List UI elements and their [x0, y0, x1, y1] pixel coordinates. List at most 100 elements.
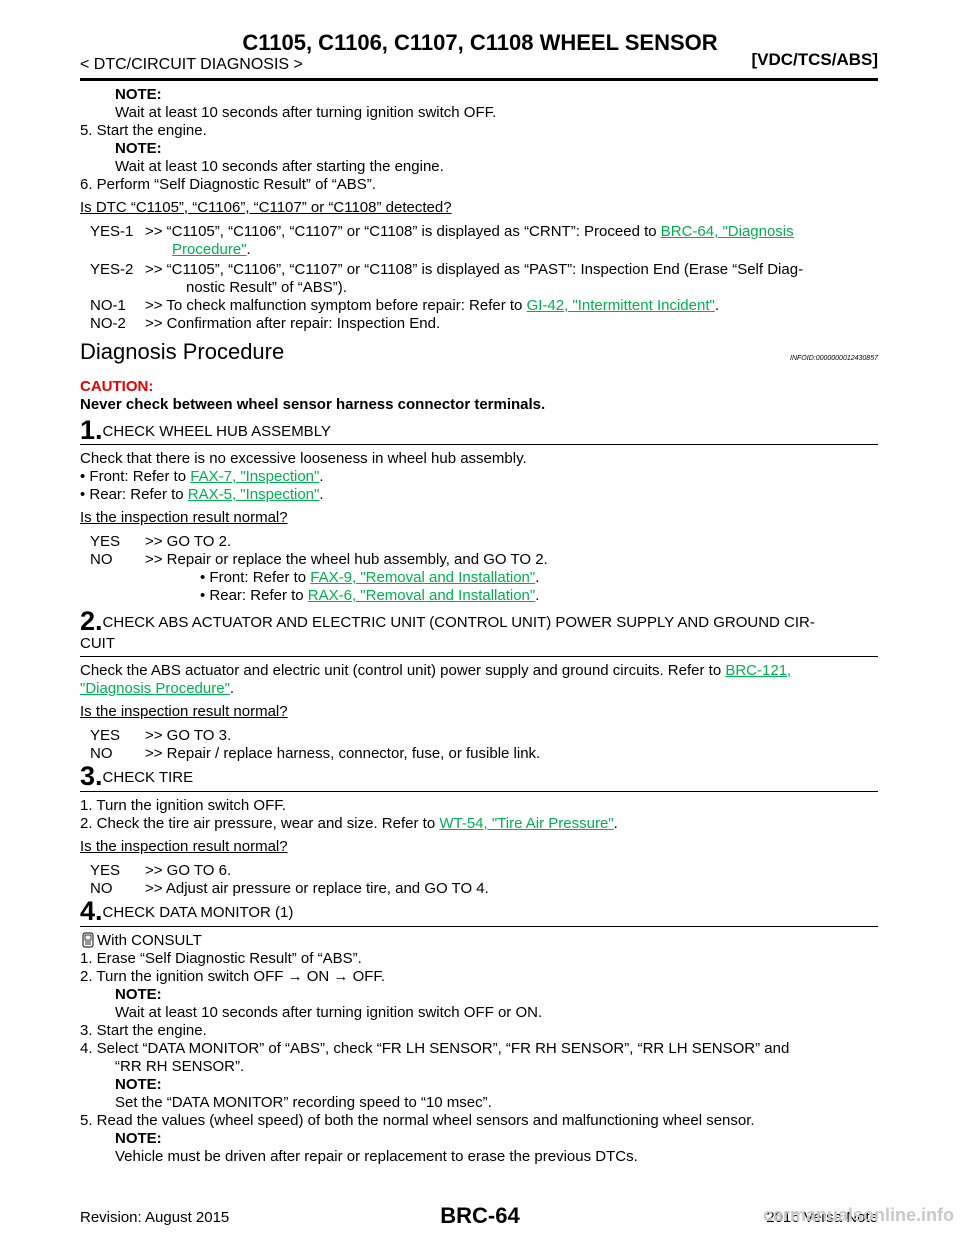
- watermark: carmanualsonline.info: [762, 1205, 954, 1225]
- step-text: 5. Start the engine.: [80, 122, 207, 139]
- question: Is DTC “C1105”, “C1106”, “C1107” or “C11…: [80, 199, 452, 216]
- step-heading: 1.CHECK WHEEL HUB ASSEMBLY: [80, 415, 331, 447]
- caution-label: CAUTION:: [80, 378, 154, 395]
- header-rule: [80, 78, 878, 81]
- note-label: NOTE:: [115, 986, 162, 1003]
- body-text: Check that there is no excessive loosene…: [80, 450, 527, 467]
- note-text: Set the “DATA MONITOR” recording speed t…: [115, 1094, 492, 1111]
- body-text: • Rear: Refer to RAX-5, "Inspection".: [80, 486, 324, 503]
- consult-line: With CONSULT: [80, 932, 202, 953]
- body-text: Check the ABS actuator and electric unit…: [80, 662, 791, 680]
- step-title: CHECK DATA MONITOR (1): [102, 904, 294, 921]
- answer-label: YES-1: [90, 223, 134, 240]
- step-title: CHECK WHEEL HUB ASSEMBLY: [102, 423, 331, 440]
- body-span: 2. Check the tire air pressure, wear and…: [80, 815, 440, 832]
- answer-label: NO: [90, 880, 113, 897]
- answer-text: >> GO TO 3.: [145, 727, 232, 744]
- answer-text: >> “C1105”, “C1106”, “C1107” or “C1108” …: [145, 223, 794, 241]
- answer-body: >> “C1105”, “C1106”, “C1107” or “C1108” …: [145, 223, 661, 240]
- step-text: 1. Erase “Self Diagnostic Result” of “AB…: [80, 950, 362, 967]
- footer-page-number: BRC-64: [440, 1203, 520, 1228]
- step-title: CHECK TIRE: [102, 769, 194, 786]
- link-brc-64-cont[interactable]: Procedure": [172, 241, 247, 258]
- question: Is the inspection result normal?: [80, 509, 288, 526]
- step-text: “RR RH SENSOR”.: [115, 1058, 245, 1075]
- step-title-cont: CUIT: [80, 635, 115, 652]
- answer-text: >> Adjust air pressure or replace tire, …: [145, 880, 489, 897]
- question: Is the inspection result normal?: [80, 838, 288, 855]
- note-text: Wait at least 10 seconds after turning i…: [115, 1004, 543, 1021]
- footer-model: 2016 Versa Note: [766, 1209, 878, 1226]
- link-wt-54[interactable]: WT-54, "Tire Air Pressure": [439, 815, 614, 832]
- step-heading: 3.CHECK TIRE: [80, 761, 193, 793]
- answer-text: >> To check malfunction symptom before r…: [145, 297, 719, 314]
- step-text: 2. Check the tire air pressure, wear and…: [80, 815, 618, 832]
- link-brc-64[interactable]: BRC-64, "Diagnosis: [660, 223, 794, 240]
- body-span: Check the ABS actuator and electric unit…: [80, 662, 726, 679]
- answer-label: NO-2: [90, 315, 126, 332]
- answer-text: >> GO TO 6.: [145, 862, 232, 879]
- step-number: 4.: [80, 896, 103, 926]
- step-number: 1.: [80, 415, 103, 445]
- answer-label: YES: [90, 727, 121, 744]
- info-id: INFOID:0000000012430857: [790, 355, 878, 362]
- step-title: CHECK ABS ACTUATOR AND ELECTRIC UNIT (CO…: [102, 614, 815, 631]
- link-rax-5[interactable]: RAX-5, "Inspection": [187, 486, 320, 503]
- answer-text: Procedure".: [172, 241, 251, 258]
- body-text: • Front: Refer to FAX-7, "Inspection".: [80, 468, 324, 485]
- note-label: NOTE:: [115, 1130, 162, 1147]
- bullet-text: • Rear: Refer to: [80, 486, 188, 503]
- note-text: Vehicle must be driven after repair or r…: [115, 1148, 638, 1165]
- link-brc-121[interactable]: BRC-121,: [725, 662, 792, 679]
- step-text: 2. Turn the ignition switch OFF → ON → O…: [80, 968, 386, 985]
- answer-label: NO-1: [90, 297, 126, 314]
- step-text: 3. Start the engine.: [80, 1022, 207, 1039]
- note-text: Wait at least 10 seconds after starting …: [115, 158, 444, 175]
- step-number: 3.: [80, 761, 103, 791]
- step-text: 5. Read the values (wheel speed) of both…: [80, 1112, 755, 1129]
- step-rule: [80, 444, 878, 445]
- step-rule: [80, 791, 878, 792]
- answer-text: • Front: Refer to FAX-9, "Removal and In…: [200, 569, 540, 586]
- bullet-text: • Front: Refer to: [200, 569, 311, 586]
- answer-text: nostic Result” of “ABS”).: [186, 279, 347, 296]
- answer-body: >> To check malfunction symptom before r…: [145, 297, 527, 314]
- question: Is the inspection result normal?: [80, 703, 288, 720]
- answer-text: >> GO TO 2.: [145, 533, 232, 550]
- section-tag: [VDC/TCS/ABS]: [751, 50, 878, 69]
- answer-label: YES: [90, 533, 121, 550]
- link-rax-6[interactable]: RAX-6, "Removal and Installation": [307, 587, 536, 604]
- answer-label: YES-2: [90, 261, 134, 278]
- answer-label: YES: [90, 862, 121, 879]
- body-text: "Diagnosis Procedure".: [80, 680, 235, 697]
- note-label: NOTE:: [115, 1076, 162, 1093]
- consult-label: With CONSULT: [97, 932, 202, 949]
- answer-text: >> Confirmation after repair: Inspection…: [145, 315, 441, 332]
- section-heading: Diagnosis Procedure: [80, 339, 285, 364]
- breadcrumb: < DTC/CIRCUIT DIAGNOSIS >: [80, 56, 303, 73]
- answer-label: NO: [90, 745, 113, 762]
- step-number: 2.: [80, 606, 103, 636]
- step-text: 1. Turn the ignition switch OFF.: [80, 797, 286, 814]
- page-title: C1105, C1106, C1107, C1108 WHEEL SENSOR: [242, 30, 718, 55]
- answer-text: • Rear: Refer to RAX-6, "Removal and Ins…: [200, 587, 540, 604]
- step-rule: [80, 656, 878, 657]
- bullet-text: • Rear: Refer to: [200, 587, 308, 604]
- link-gi-42[interactable]: GI-42, "Intermittent Incident": [526, 297, 715, 314]
- note-text: Wait at least 10 seconds after turning i…: [115, 104, 497, 121]
- step-rule: [80, 926, 878, 927]
- link-fax-7[interactable]: FAX-7, "Inspection": [190, 468, 320, 485]
- answer-text: >> Repair / replace harness, connector, …: [145, 745, 541, 762]
- note-label: NOTE:: [115, 140, 162, 157]
- note-label: NOTE:: [115, 86, 162, 103]
- answer-text: >> Repair or replace the wheel hub assem…: [145, 551, 548, 568]
- step-text: 6. Perform “Self Diagnostic Result” of “…: [80, 176, 376, 193]
- bullet-text: • Front: Refer to: [80, 468, 191, 485]
- link-fax-9[interactable]: FAX-9, "Removal and Installation": [310, 569, 536, 586]
- step-heading: 4.CHECK DATA MONITOR (1): [80, 896, 293, 928]
- step-heading: 2.CHECK ABS ACTUATOR AND ELECTRIC UNIT (…: [80, 606, 815, 638]
- link-brc-121-cont[interactable]: "Diagnosis Procedure": [80, 680, 230, 697]
- caution-text: Never check between wheel sensor harness…: [80, 396, 546, 413]
- step-text: 4. Select “DATA MONITOR” of “ABS”, check…: [80, 1040, 790, 1057]
- answer-text: >> “C1105”, “C1106”, “C1107” or “C1108” …: [145, 261, 804, 278]
